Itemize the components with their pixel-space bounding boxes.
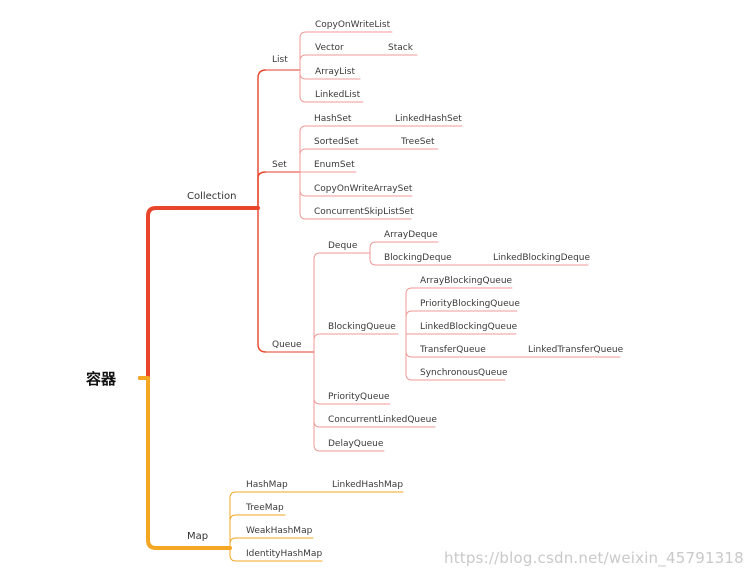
node-linkedblockingdeque: LinkedBlockingDeque [493, 253, 591, 263]
connector-list-item-0 [299, 31, 393, 71]
node-copyonwritelist: CopyOnWriteList [315, 20, 391, 30]
connector-queue-item-4 [313, 351, 385, 452]
node-priorityqueue: PriorityQueue [328, 392, 390, 402]
root-node-label: 容器 [86, 370, 117, 388]
node-synchronousqueue: SynchronousQueue [420, 368, 508, 378]
node-priorityblockingqueue: PriorityBlockingQueue [420, 299, 520, 309]
node-linkedlist: LinkedList [315, 90, 361, 100]
node-hashset: HashSet [314, 114, 352, 124]
node-stack: Stack [388, 43, 413, 53]
node-arrayblockingqueue: ArrayBlockingQueue [420, 276, 513, 286]
connector-deque-item-0 [369, 241, 439, 254]
node-concurrentskiplistset: ConcurrentSkipListSet [314, 207, 414, 217]
node-delayqueue: DelayQueue [328, 439, 384, 449]
connector-deque-item-1 [369, 252, 589, 266]
connector-set-item-4 [299, 171, 412, 220]
connector-root-map [138, 376, 232, 550]
node-enumset: EnumSet [314, 160, 355, 170]
node-set: Set [272, 160, 287, 170]
node-concurrentlinkedqueue: ConcurrentLinkedQueue [328, 415, 437, 425]
connector-list-item-1 [299, 54, 418, 71]
connector-map-item-1 [229, 514, 286, 549]
connector-map-item-0 [229, 491, 404, 549]
mindmap-connectors [138, 31, 621, 562]
connector-blockingqueue-item-4 [405, 333, 506, 381]
connector-blockingqueue-item-0 [405, 287, 513, 335]
connector-root-collection [138, 206, 260, 380]
node-deque: Deque [328, 241, 358, 251]
node-blockingqueue: BlockingQueue [328, 322, 396, 332]
node-arraylist: ArrayList [315, 67, 355, 77]
node-linkedhashset: LinkedHashSet [395, 114, 462, 124]
node-sortedset: SortedSet [314, 137, 359, 147]
node-weakhashmap: WeakHashMap [246, 526, 313, 536]
connector-map-item-3 [229, 547, 323, 562]
node-linkedtransferqueue: LinkedTransferQueue [528, 345, 624, 355]
node-linkedblockingqueue: LinkedBlockingQueue [420, 322, 518, 332]
node-treemap: TreeMap [246, 503, 284, 513]
node-linkedhashmap: LinkedHashMap [332, 480, 404, 490]
node-hashmap: HashMap [246, 480, 288, 490]
connector-set-item-1 [299, 148, 439, 173]
connector-queue-item-1 [313, 333, 399, 353]
node-map: Map [187, 531, 209, 542]
node-list: List [272, 55, 288, 65]
connector-list-item-3 [299, 69, 364, 103]
connector-queue-item-0 [313, 252, 371, 353]
node-collection: Collection [187, 191, 237, 202]
node-identityhashmap: IdentityHashMap [246, 549, 323, 559]
node-blockingdeque: BlockingDeque [384, 253, 452, 263]
node-vector: Vector [315, 43, 344, 53]
watermark-text: https://blog.csdn.net/weixin_45791318 [444, 549, 744, 567]
node-treeset: TreeSet [401, 137, 435, 147]
connector-blockingqueue-item-1 [405, 310, 518, 335]
mindmap-nodes: 容器 Collection Map List Set Queue CopyOnW… [86, 20, 744, 567]
connector-set-item-0 [299, 125, 463, 173]
connector-map-item-2 [229, 537, 314, 549]
node-transferqueue: TransferQueue [420, 345, 486, 355]
mindmap-canvas [138, 31, 621, 562]
node-arraydeque: ArrayDeque [384, 230, 438, 240]
node-queue: Queue [272, 340, 302, 350]
node-copyonwritearrayset: CopyOnWriteArraySet [314, 184, 413, 194]
